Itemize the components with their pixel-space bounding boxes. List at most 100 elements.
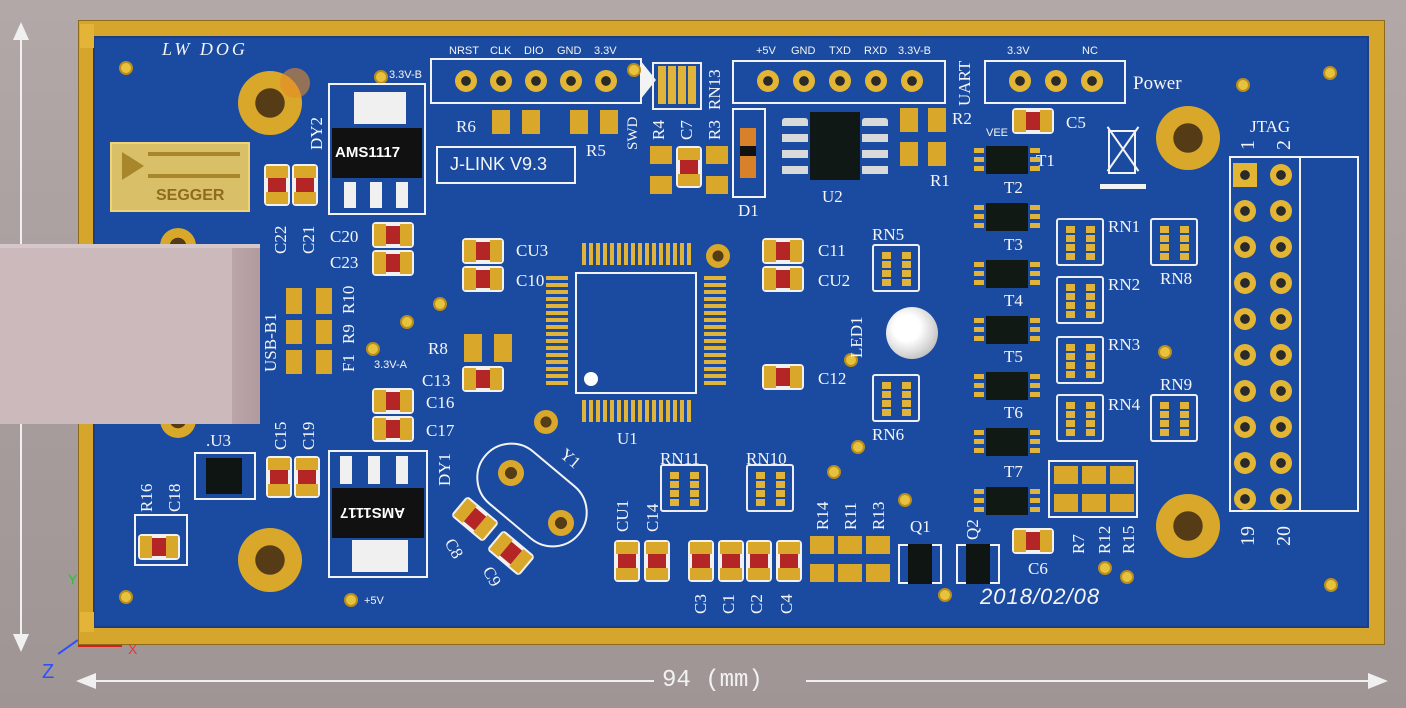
power-pin-2 <box>1045 70 1067 92</box>
cap-part <box>296 484 318 496</box>
rn-pad <box>756 481 765 488</box>
usb-connector[interactable] <box>0 244 232 424</box>
cap-part <box>374 224 386 246</box>
rail-3v3-a-label: 3.3V-A <box>374 359 408 371</box>
product-label: J-LINK V9.3 <box>450 154 548 174</box>
rn-pad <box>1066 411 1075 418</box>
mcu-u1-pin1-dot <box>584 372 598 386</box>
resistor-pad <box>900 108 918 132</box>
via <box>827 465 841 479</box>
mcu-u1-pins-right <box>704 276 726 388</box>
swd-pin-nrst <box>455 70 477 92</box>
cap-part <box>778 568 800 580</box>
jtag-pin <box>1234 200 1256 222</box>
cap-part <box>490 240 502 262</box>
usb-connector-top <box>0 244 260 248</box>
rn-pad <box>1086 253 1095 260</box>
resistor-network-ref: RN6 <box>872 425 905 444</box>
cap-part <box>1026 532 1040 550</box>
rn-pad <box>1066 362 1075 369</box>
rn-pad <box>1086 371 1095 378</box>
cap-part <box>690 568 712 580</box>
via <box>844 353 858 367</box>
transistor-body <box>986 316 1028 344</box>
cap-part <box>266 192 288 204</box>
rn-pad <box>1160 420 1169 427</box>
regulator-dy2-pin <box>396 182 408 208</box>
resistor-pad <box>706 176 728 194</box>
uart-pin-5v <box>757 70 779 92</box>
rn-pad <box>670 472 679 479</box>
resistor-pad <box>810 536 834 554</box>
rn-pad <box>1066 420 1075 427</box>
via <box>433 297 447 311</box>
capacitor <box>762 266 804 292</box>
rn-pad <box>1160 402 1169 409</box>
corner-pad-bl <box>80 612 94 632</box>
rn-pad <box>1180 235 1189 242</box>
resistor-pad <box>1110 494 1134 512</box>
resistor-network <box>872 244 920 292</box>
resistor-pad <box>928 108 946 132</box>
resistor-network <box>872 374 920 422</box>
usb-pad <box>316 350 332 374</box>
cap-part <box>680 160 698 174</box>
capacitor <box>644 540 670 582</box>
jtag-pin <box>1234 416 1256 438</box>
rn-pad <box>1160 244 1169 251</box>
capacitor <box>762 364 804 390</box>
mounting-hole-orange <box>280 68 310 98</box>
resistor-pad <box>928 142 946 166</box>
rn-pad <box>1086 402 1095 409</box>
uart-pin-rxd <box>865 70 887 92</box>
rn-pad <box>690 481 699 488</box>
rn-pad <box>882 382 891 389</box>
cap-part <box>748 542 770 554</box>
regulator-dy2-outline <box>328 83 426 215</box>
segger-chevron-icon <box>122 152 144 180</box>
power-pin-1 <box>1009 70 1031 92</box>
rn-pad <box>1160 235 1169 242</box>
horizontal-dimension-arrow-left <box>76 673 96 689</box>
buffer-u2-pins-left <box>782 118 808 176</box>
transistor-ref: T5 <box>1004 347 1023 366</box>
product-label-box <box>436 146 576 184</box>
weee-bin-icon <box>1100 120 1146 192</box>
resistor-pad <box>866 536 890 554</box>
cap-part <box>764 240 776 262</box>
power-header-outline <box>984 60 1126 104</box>
regulator-dy1-ref: DY1 <box>435 452 454 486</box>
cap-part <box>464 368 476 390</box>
cap-part <box>1014 110 1026 132</box>
capacitor-ref: C5 <box>1066 113 1086 132</box>
resistor-ref: R3 <box>705 120 724 140</box>
jtag-pin-19-number: 19 <box>1237 526 1259 546</box>
rn-pad <box>1180 253 1189 260</box>
u3-ref: .U3 <box>206 431 232 450</box>
cap-part <box>678 174 700 186</box>
rn-pad <box>1066 284 1075 291</box>
buffer-u2-body <box>810 112 860 180</box>
rn-pad <box>902 382 911 389</box>
resistor-ref: R8 <box>428 339 448 358</box>
rn13-outline <box>652 62 702 110</box>
rn-pad <box>1160 253 1169 260</box>
rn-pad <box>1180 420 1189 427</box>
power-pin-label-3v3: 3.3V <box>1007 45 1030 57</box>
jtag-pin <box>1270 236 1292 258</box>
u3-outline <box>194 452 256 500</box>
cap-part <box>722 554 740 568</box>
jtag-pin <box>1234 308 1256 330</box>
capacitor <box>614 540 640 582</box>
power-pin-3 <box>1081 70 1103 92</box>
rn-pad <box>902 270 911 277</box>
jtag-pin <box>1234 488 1256 510</box>
horizontal-dimension-line-left <box>80 680 654 682</box>
transistor-body <box>986 260 1028 288</box>
transistor-pins-left <box>974 430 984 454</box>
resistor-pad <box>1054 466 1078 484</box>
via <box>1120 570 1134 584</box>
transistor-pins-left <box>974 489 984 513</box>
jtag-pin <box>1234 452 1256 474</box>
